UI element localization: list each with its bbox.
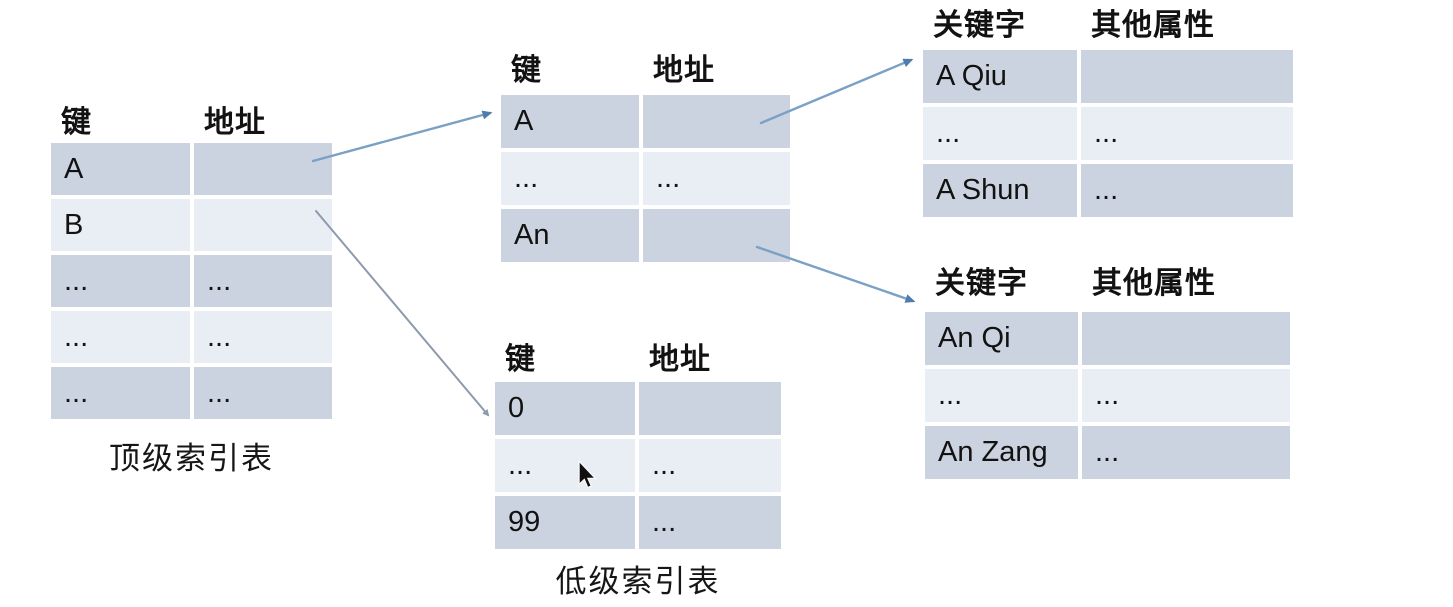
table-cell bbox=[643, 209, 790, 262]
column-header-key: 键 bbox=[511, 54, 542, 87]
table-row: ...... bbox=[925, 369, 1290, 422]
table-cell: ... bbox=[639, 439, 781, 492]
table-cell: 0 bbox=[495, 382, 635, 435]
table-row: An bbox=[501, 209, 790, 262]
table-header-row: 键 地址 bbox=[501, 45, 715, 89]
table-cell: 99 bbox=[495, 496, 635, 549]
table-cell: ... bbox=[923, 107, 1077, 160]
table-cell: A Qiu bbox=[923, 50, 1077, 103]
table-row: A bbox=[51, 143, 332, 195]
table-body: A Qiu......A Shun... bbox=[923, 50, 1293, 217]
table-cell: A Shun bbox=[923, 164, 1077, 217]
table-cell: B bbox=[51, 199, 190, 251]
table-cell: ... bbox=[1081, 107, 1293, 160]
table-header-row: 键 地址 bbox=[495, 334, 711, 378]
table-cell: ... bbox=[194, 255, 332, 307]
table-cell bbox=[1081, 50, 1293, 103]
table-cell bbox=[643, 95, 790, 148]
table-cell: ... bbox=[194, 367, 332, 419]
table-cell: ... bbox=[194, 311, 332, 363]
column-header-key: 键 bbox=[61, 106, 92, 139]
table-row: An Qi bbox=[925, 312, 1290, 365]
table-cell: ... bbox=[1082, 426, 1290, 479]
table-header-row: 关键字 其他属性 bbox=[925, 258, 1216, 302]
table-row: ...... bbox=[51, 255, 332, 307]
table-row: ...... bbox=[501, 152, 790, 205]
table-cell: ... bbox=[501, 152, 639, 205]
table-header-row: 键 地址 bbox=[51, 97, 266, 141]
arrow-top-to-low-index-icon bbox=[315, 210, 490, 417]
table-row: An Zang... bbox=[925, 426, 1290, 479]
table-cell: ... bbox=[643, 152, 790, 205]
table-row: A Qiu bbox=[923, 50, 1293, 103]
table-row: 99... bbox=[495, 496, 781, 549]
table-row: B bbox=[51, 199, 332, 251]
table-cell: An Zang bbox=[925, 426, 1078, 479]
table-caption-low-level: 低级索引表 bbox=[555, 564, 721, 599]
table-row: 0 bbox=[495, 382, 781, 435]
table-row: A bbox=[501, 95, 790, 148]
table-cell: ... bbox=[51, 255, 190, 307]
table-cell bbox=[194, 199, 332, 251]
table-cell bbox=[194, 143, 332, 195]
column-header-keyword: 关键字 bbox=[933, 9, 1026, 42]
table-cell: ... bbox=[495, 439, 635, 492]
column-header-key: 键 bbox=[505, 343, 536, 376]
column-header-address: 地址 bbox=[204, 106, 266, 139]
arrow-top-to-mid-index-icon bbox=[311, 110, 493, 163]
column-header-other-attributes: 其他属性 bbox=[1092, 267, 1216, 300]
column-header-other-attributes: 其他属性 bbox=[1091, 9, 1215, 42]
table-cell bbox=[639, 382, 781, 435]
table-cell: A bbox=[501, 95, 639, 148]
table-cell: ... bbox=[51, 311, 190, 363]
table-row: A Shun... bbox=[923, 164, 1293, 217]
table-header-row: 关键字 其他属性 bbox=[923, 0, 1215, 44]
table-body: An Qi......An Zang... bbox=[925, 312, 1290, 479]
table-row: ...... bbox=[51, 311, 332, 363]
table-cell: An Qi bbox=[925, 312, 1078, 365]
table-cell: ... bbox=[1081, 164, 1293, 217]
table-row: ...... bbox=[923, 107, 1293, 160]
table-cell: An bbox=[501, 209, 639, 262]
table-body: A......An bbox=[501, 95, 790, 262]
table-cell: ... bbox=[51, 367, 190, 419]
table-cell: ... bbox=[639, 496, 781, 549]
table-cell: ... bbox=[925, 369, 1078, 422]
table-row: ...... bbox=[51, 367, 332, 419]
column-header-keyword: 关键字 bbox=[935, 267, 1028, 300]
table-caption-top-level: 顶级索引表 bbox=[109, 441, 274, 476]
column-header-address: 地址 bbox=[653, 54, 715, 87]
table-cell: ... bbox=[1082, 369, 1290, 422]
column-header-address: 地址 bbox=[649, 343, 711, 376]
table-body: 0......99... bbox=[495, 382, 781, 549]
table-cell bbox=[1082, 312, 1290, 365]
table-row: ...... bbox=[495, 439, 781, 492]
table-cell: A bbox=[51, 143, 190, 195]
